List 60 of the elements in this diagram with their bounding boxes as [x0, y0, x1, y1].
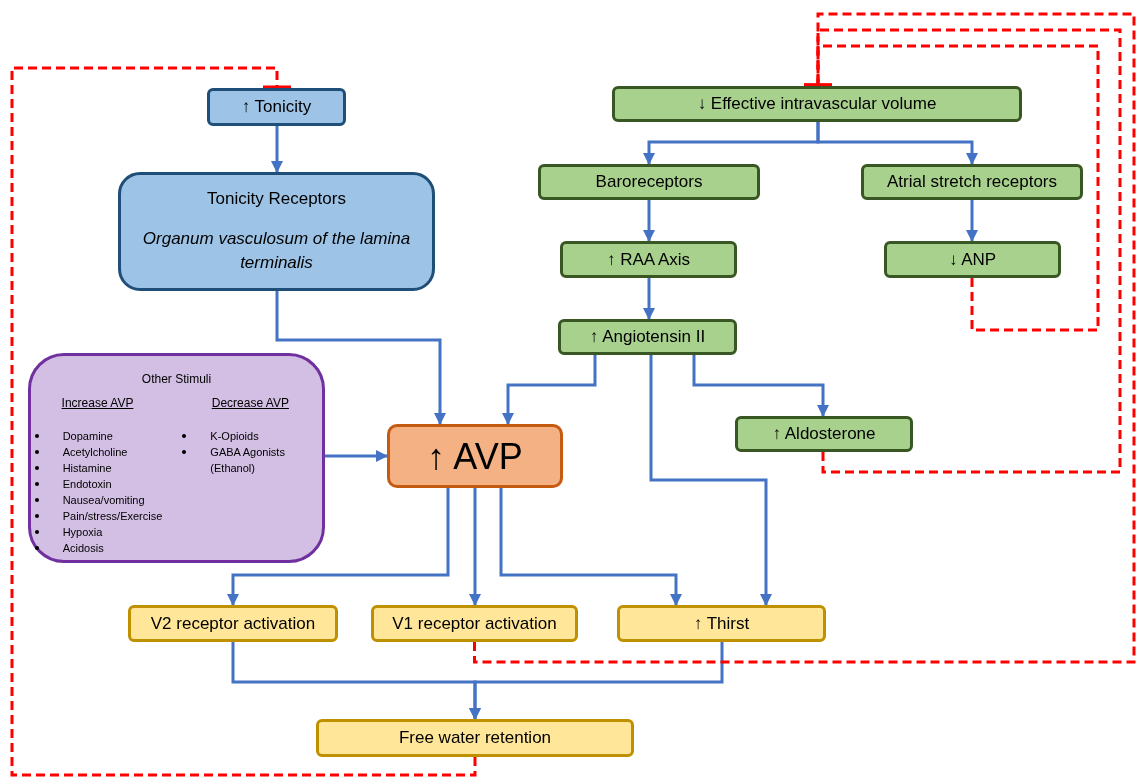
arrow: [469, 488, 481, 606]
arrow: [692, 355, 829, 417]
node-text: Free water retention: [398, 727, 552, 749]
arrow: [499, 488, 682, 606]
inhibition-line: [801, 44, 1100, 332]
arrow: [816, 122, 978, 165]
process-box: [128, 605, 338, 642]
list-item: Nausea/vomiting: [62, 493, 145, 508]
process-box: [538, 164, 760, 200]
process-box: [861, 164, 1083, 200]
process-box: [612, 86, 1022, 122]
arrow: [275, 291, 446, 425]
node-text: ↑ AVP: [427, 434, 523, 479]
arrow: [966, 200, 978, 242]
node-text: V1 receptor activation: [392, 612, 557, 635]
process-box: [884, 241, 1061, 278]
process-box: [316, 719, 634, 757]
node-text: ↓ Effective intravascular volume: [697, 93, 937, 115]
node-text: Tonicity Receptors: [207, 187, 346, 210]
inhibition-line: [473, 12, 1136, 664]
process-box: [118, 172, 435, 291]
node-text: ↑ Thirst: [693, 612, 750, 635]
column-heading: Decrease AVP: [211, 395, 289, 412]
list-item: Hypoxia: [62, 525, 103, 540]
arrow: [227, 488, 450, 606]
arrow: [643, 200, 655, 242]
node-text: ↑ Angiotensin II: [589, 326, 706, 348]
arrow: [643, 278, 655, 320]
arrow: [649, 355, 772, 606]
list-item: Dopamine: [62, 429, 113, 444]
node-text: Atrial stretch receptors: [886, 171, 1058, 193]
node-text: ↑ Aldosterone: [772, 423, 876, 445]
inhibition-line: [10, 66, 477, 777]
node-text: ↓ ANP: [948, 248, 997, 271]
node-text: V2 receptor activation: [150, 612, 316, 635]
node-text: ↑ RAA Axis: [606, 248, 691, 271]
list-item: K-Opioids: [210, 429, 259, 444]
list-item: Histamine: [62, 461, 112, 476]
process-box: [735, 416, 913, 452]
box-heading: Other Stimuli: [141, 371, 212, 388]
list-item: Acetylcholine: [62, 445, 128, 460]
node-text: ↑ Tonicity: [241, 96, 312, 118]
list-item: Acidosis: [62, 541, 104, 556]
node-text: Baroreceptors: [595, 171, 703, 193]
process-box: [387, 424, 563, 488]
arrow: [502, 355, 597, 425]
arrow: [271, 126, 283, 173]
arrow: [325, 450, 388, 462]
process-box: [371, 605, 578, 642]
process-box: [558, 319, 737, 355]
list-item: Pain/stress/Exercise: [62, 509, 163, 524]
node-text: Organum vasculosum of the lamina terminalis: [141, 228, 412, 275]
process-box: [560, 241, 737, 278]
process-box: [617, 605, 826, 642]
list-item: Endotoxin: [62, 477, 112, 492]
list-item: GABA Agonists (Ethanol): [210, 445, 286, 476]
arrow: [469, 642, 724, 720]
stimuli-box: [28, 353, 325, 563]
process-box: [207, 88, 346, 126]
column-heading: Increase AVP: [61, 395, 134, 412]
